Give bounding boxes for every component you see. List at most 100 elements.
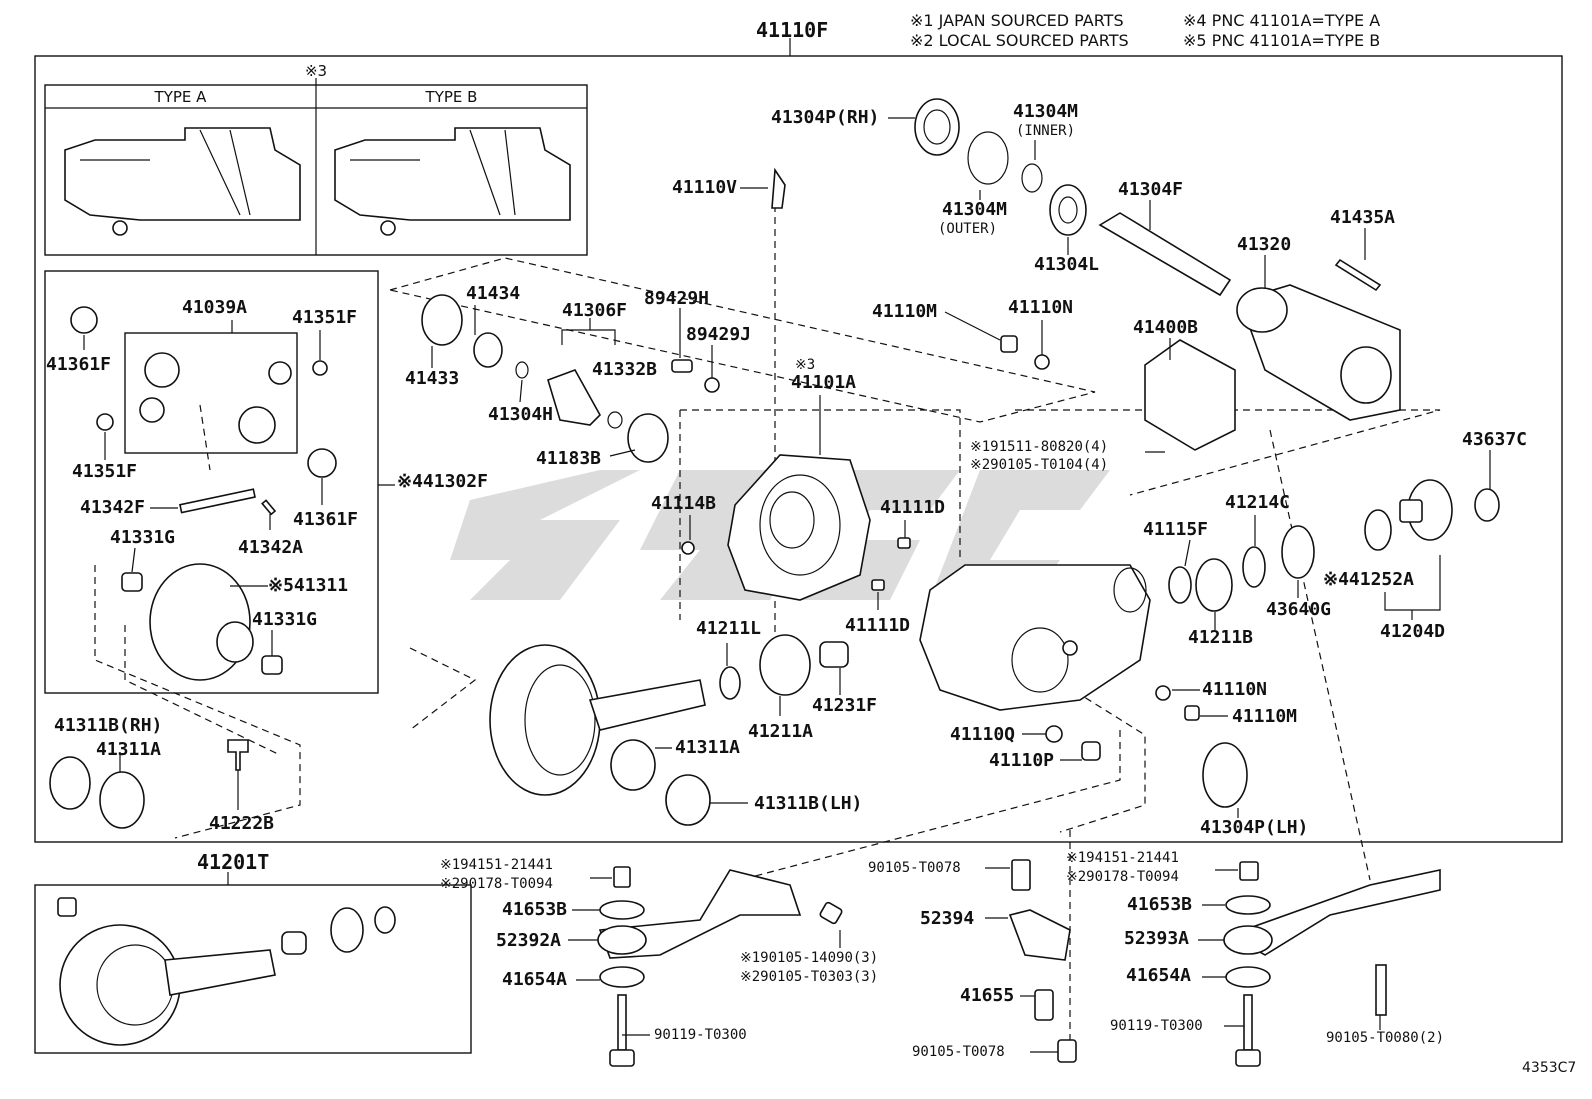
- part-90178-T0094-a[interactable]: ※290178-T0094: [440, 876, 553, 892]
- part-94151-21441-b[interactable]: ※194151-21441: [1066, 850, 1179, 866]
- part-41304M-inner-note: (INNER): [1016, 123, 1076, 139]
- part-90119-T0300-b[interactable]: 90119-T0300: [1110, 1018, 1203, 1034]
- part-41342F[interactable]: 41342F: [80, 497, 146, 518]
- part-90119-T0300-a[interactable]: 90119-T0300: [654, 1027, 747, 1043]
- part-41433[interactable]: 41433: [405, 368, 460, 389]
- mount-center: [1008, 859, 1077, 1063]
- alignment-lines: [94, 205, 1441, 1040]
- part-41655[interactable]: 41655: [960, 985, 1015, 1006]
- part-90105-T0078-b[interactable]: 90105-T0078: [912, 1044, 1005, 1060]
- lower-assembly-part[interactable]: 41201T: [197, 850, 270, 874]
- part-41110M-top[interactable]: 41110M: [872, 301, 938, 322]
- part-41306F[interactable]: 41306F: [562, 300, 628, 321]
- part-41304L[interactable]: 41304L: [1034, 254, 1100, 275]
- part-41101A[interactable]: 41101A: [791, 372, 857, 393]
- part-90105-T0080[interactable]: 90105-T0080(2): [1326, 1030, 1445, 1046]
- part-41361F-a[interactable]: 41361F: [46, 354, 112, 375]
- part-41311B-RH[interactable]: 41311B(RH): [54, 715, 163, 736]
- part-41304F[interactable]: 41304F: [1118, 179, 1184, 200]
- part-41214C[interactable]: 41214C: [1225, 492, 1291, 513]
- part-41434[interactable]: 41434: [466, 283, 521, 304]
- part-41351F-b[interactable]: 41351F: [72, 461, 138, 482]
- part-41320[interactable]: 41320: [1237, 234, 1292, 255]
- part-41302F[interactable]: ※441302F: [397, 471, 488, 492]
- part-41110M-b[interactable]: 41110M: [1232, 706, 1298, 727]
- part-41400B[interactable]: 41400B: [1133, 317, 1199, 338]
- part-41211L[interactable]: 41211L: [696, 618, 762, 639]
- part-90105-T0303[interactable]: ※290105-T0303(3): [740, 969, 879, 985]
- part-41110V[interactable]: 41110V: [672, 177, 738, 198]
- part-41101A-marker: ※3: [795, 357, 816, 373]
- part-41252A[interactable]: ※441252A: [1323, 569, 1414, 590]
- part-41114B[interactable]: 41114B: [651, 493, 717, 514]
- part-41311A-b[interactable]: 41311A: [675, 737, 741, 758]
- note-local-sourced: ※2 LOCAL SOURCED PARTS: [910, 31, 1129, 50]
- part-41110P[interactable]: 41110P: [989, 750, 1055, 771]
- part-41304P-RH[interactable]: 41304P(RH): [771, 107, 880, 128]
- part-41342A[interactable]: 41342A: [238, 537, 304, 558]
- part-90105-T0078-a[interactable]: 90105-T0078: [868, 860, 961, 876]
- mount-left: [597, 866, 843, 1067]
- part-52394[interactable]: 52394: [920, 908, 975, 929]
- main-frame: [34, 55, 1563, 843]
- part-41110N-top[interactable]: 41110N: [1008, 297, 1074, 318]
- part-41110N-b[interactable]: 41110N: [1202, 679, 1268, 700]
- part-90105-14090[interactable]: ※190105-14090(3): [740, 950, 879, 966]
- part-41331G-a[interactable]: 41331G: [110, 527, 176, 548]
- part-41654A-b[interactable]: 41654A: [1126, 965, 1192, 986]
- part-41435A[interactable]: 41435A: [1330, 207, 1396, 228]
- part-41111D-a[interactable]: 41111D: [880, 497, 946, 518]
- note-type-b: ※5 PNC 41101A=TYPE B: [1183, 31, 1381, 50]
- part-41039A[interactable]: 41039A: [182, 297, 248, 318]
- diagram-code: 4353C7: [1522, 1060, 1577, 1076]
- part-41351F-a[interactable]: 41351F: [292, 307, 358, 328]
- part-41311A-a[interactable]: 41311A: [96, 739, 162, 760]
- part-41211B[interactable]: 41211B: [1188, 627, 1254, 648]
- part-41653B-b[interactable]: 41653B: [1127, 894, 1193, 915]
- part-94151-21441-a[interactable]: ※194151-21441: [440, 857, 553, 873]
- part-41653B-a[interactable]: 41653B: [502, 899, 568, 920]
- part-41311B-LH[interactable]: 41311B(LH): [754, 793, 863, 814]
- type-box-marker: ※3: [304, 62, 328, 80]
- lower-assembly-box: [34, 884, 472, 1054]
- part-90178-T0094-b[interactable]: ※290178-T0094: [1066, 869, 1179, 885]
- part-41115F[interactable]: 41115F: [1143, 519, 1209, 540]
- part-41183B[interactable]: 41183B: [536, 448, 602, 469]
- leader-lines: [83, 117, 1491, 1053]
- part-41222B[interactable]: 41222B: [209, 813, 275, 834]
- note-type-a: ※4 PNC 41101A=TYPE A: [1183, 11, 1381, 30]
- type-b-housing: [334, 127, 571, 236]
- part-41361F-b[interactable]: 41361F: [293, 509, 359, 530]
- pinion-parts: [421, 294, 720, 463]
- part-41311[interactable]: ※541311: [268, 575, 349, 596]
- part-41331G-b[interactable]: 41331G: [252, 609, 318, 630]
- seals-and-bearings: [771, 98, 1401, 451]
- part-41304H[interactable]: 41304H: [488, 404, 554, 425]
- part-89429J[interactable]: 89429J: [686, 324, 752, 345]
- part-41332B[interactable]: 41332B: [592, 359, 658, 380]
- ring-gear-set: [489, 634, 849, 826]
- part-41304M-outer[interactable]: 41304M: [942, 199, 1008, 220]
- type-b-title: TYPE B: [425, 88, 478, 106]
- main-part-number[interactable]: 41110F: [756, 18, 829, 42]
- part-41654A-a[interactable]: 41654A: [502, 969, 568, 990]
- left-side-parts: [49, 685, 1248, 829]
- part-41231F[interactable]: 41231F: [812, 695, 878, 716]
- right-bearings: [1168, 479, 1500, 620]
- part-41304M-outer-note: (OUTER): [938, 221, 998, 237]
- part-52392A[interactable]: 52392A: [496, 930, 562, 951]
- part-41304P-LH[interactable]: 41304P(LH): [1200, 817, 1309, 838]
- part-41110Q[interactable]: 41110Q: [950, 724, 1016, 745]
- part-52393A[interactable]: 52393A: [1124, 928, 1190, 949]
- part-43637C[interactable]: 43637C: [1462, 429, 1528, 450]
- part-41111D-b[interactable]: 41111D: [845, 615, 911, 636]
- part-91511-80820[interactable]: ※191511-80820(4): [970, 439, 1109, 455]
- part-41211A[interactable]: 41211A: [748, 721, 814, 742]
- part-41304M-inner[interactable]: 41304M: [1013, 101, 1079, 122]
- part-89429H[interactable]: 89429H: [644, 288, 710, 309]
- part-90105-T0104[interactable]: ※290105-T0104(4): [970, 457, 1109, 473]
- part-43640G[interactable]: 43640G: [1266, 599, 1332, 620]
- part-41204D[interactable]: 41204D: [1380, 621, 1446, 642]
